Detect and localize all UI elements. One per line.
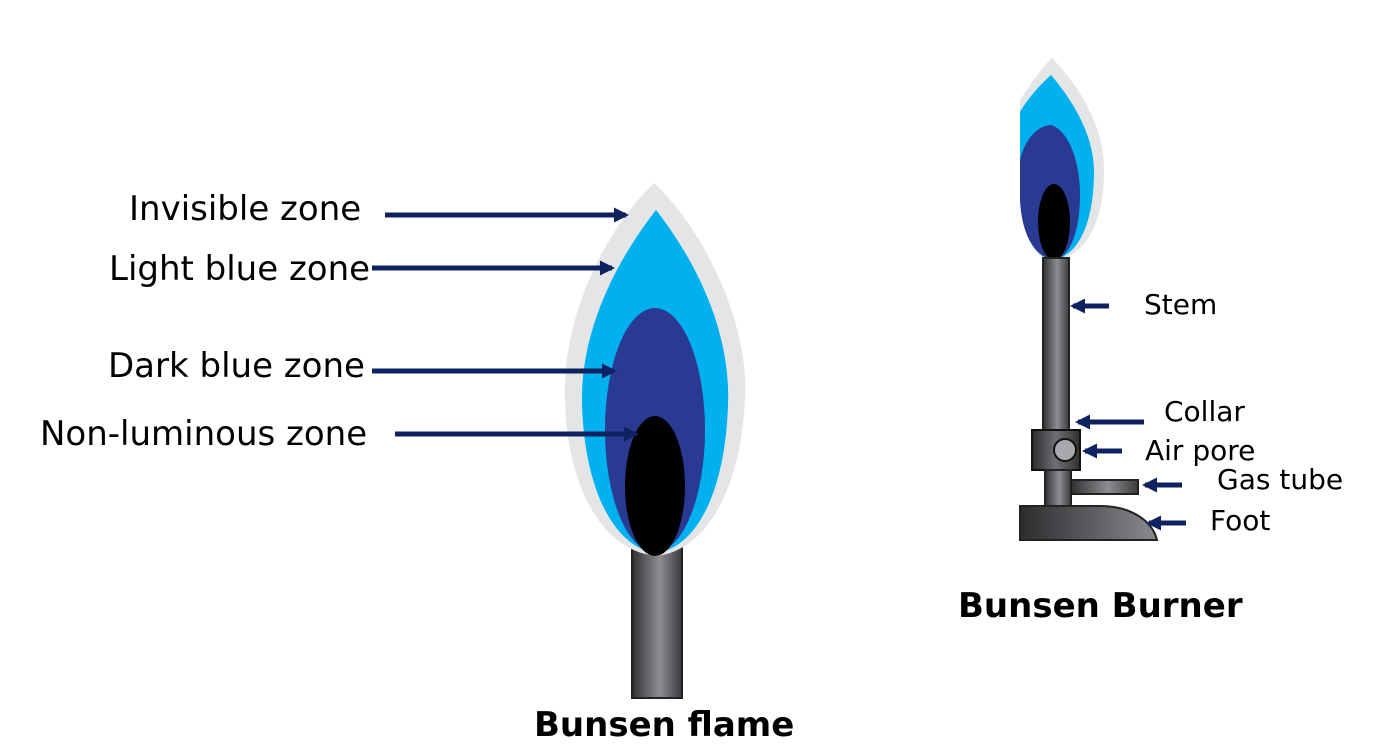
burner-foot <box>1019 505 1159 541</box>
bunsen-burner-diagram <box>1019 58 1186 541</box>
burner-gas-tube <box>1070 479 1139 495</box>
gas-tube-label: Gas tube <box>1217 463 1344 496</box>
stem-label: Stem <box>1144 288 1218 321</box>
collar-label: Collar <box>1164 395 1245 428</box>
dark-blue-zone-label: Dark blue zone <box>108 346 365 386</box>
bunsen-flame-diagram <box>372 183 746 699</box>
non-luminous-zone-label: Non-luminous zone <box>40 414 368 454</box>
foot-label: Foot <box>1210 504 1271 537</box>
bunsen-flame-title: Bunsen flame <box>534 705 795 745</box>
bunsen-burner-title: Bunsen Burner <box>958 586 1243 626</box>
light-blue-zone-label: Light blue zone <box>109 249 371 289</box>
non-luminous-zone-shape <box>625 416 685 556</box>
air-pore-label: Air pore <box>1145 434 1256 467</box>
burner-non-luminous-zone <box>1038 184 1070 260</box>
burner-stem <box>1042 257 1070 431</box>
burner-air-pore <box>1053 438 1077 462</box>
burner-lower-stem <box>1044 469 1072 507</box>
flame-tube <box>631 547 683 699</box>
invisible-zone-label: Invisible zone <box>129 189 362 229</box>
